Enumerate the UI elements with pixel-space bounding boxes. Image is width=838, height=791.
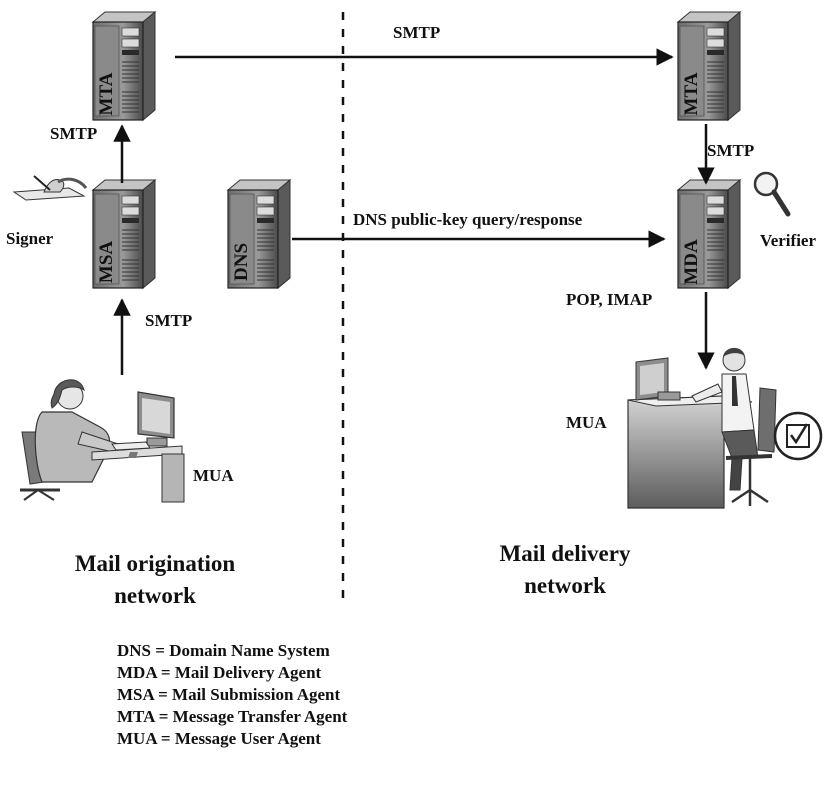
legend-item: MDA = Mail Delivery Agent bbox=[117, 663, 322, 682]
delivery-line-1: Mail delivery bbox=[499, 541, 631, 566]
msa-label: MSA bbox=[96, 241, 117, 284]
mua-right-label: MUA bbox=[566, 413, 607, 432]
smtp-left-lower-label: SMTP bbox=[145, 311, 193, 330]
checkbox-check-icon bbox=[773, 411, 823, 461]
legend-item: MTA = Message Transfer Agent bbox=[117, 707, 348, 726]
legend-item: MSA = Mail Submission Agent bbox=[117, 685, 341, 704]
origination-line-2: network bbox=[114, 583, 196, 608]
magnifier-icon bbox=[753, 171, 791, 217]
smtp-left-upper-label: SMTP bbox=[50, 124, 98, 143]
delivery-line-2: network bbox=[524, 573, 606, 598]
mta-right-label: MTA bbox=[681, 72, 702, 115]
smtp-top-label: SMTP bbox=[393, 23, 441, 42]
origination-network-title: Mail origination network bbox=[60, 548, 250, 612]
legend-item: MUA = Message User Agent bbox=[117, 729, 321, 748]
dns-query-label: DNS public-key query/response bbox=[353, 210, 583, 229]
dns-label: DNS bbox=[231, 243, 252, 281]
delivery-network-title: Mail delivery network bbox=[480, 538, 650, 602]
legend-item: DNS = Domain Name System bbox=[117, 641, 330, 660]
origination-line-1: Mail origination bbox=[74, 551, 236, 576]
smtp-right-label: SMTP bbox=[707, 141, 755, 160]
pop-imap-label: POP, IMAP bbox=[566, 290, 653, 309]
signing-hand-icon bbox=[12, 175, 88, 201]
mda-label: MDA bbox=[681, 239, 702, 285]
man-at-computer-icon bbox=[627, 347, 777, 509]
verifier-label: Verifier bbox=[760, 231, 817, 250]
signer-label: Signer bbox=[6, 229, 54, 248]
woman-at-computer-icon bbox=[20, 379, 185, 503]
mta-left-label: MTA bbox=[96, 72, 117, 115]
abbreviation-legend: DNS = Domain Name System MDA = Mail Deli… bbox=[117, 640, 347, 750]
mua-left-label: MUA bbox=[193, 466, 234, 485]
